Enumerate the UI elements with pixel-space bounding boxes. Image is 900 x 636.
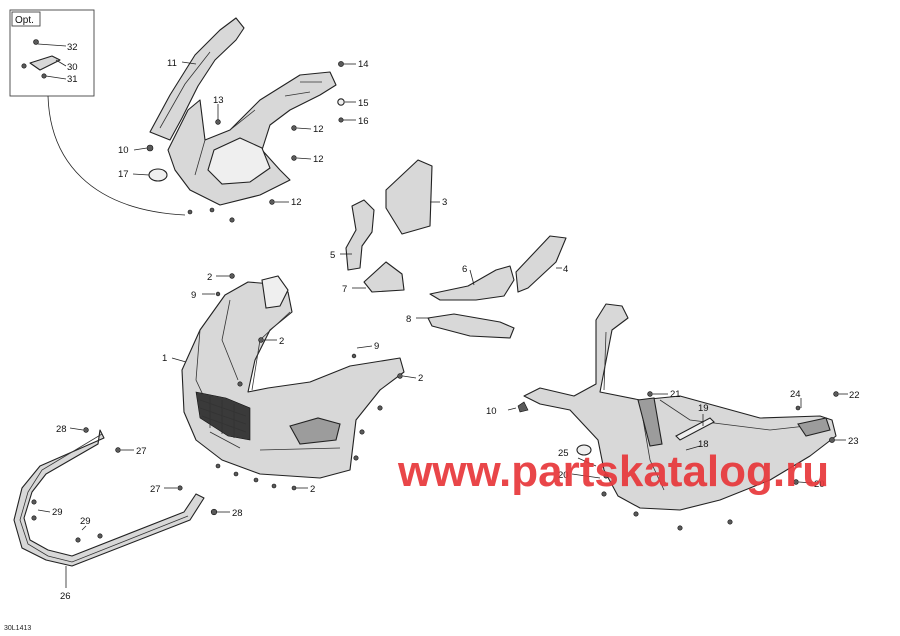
callout-15: 15 — [358, 98, 369, 109]
callout-7: 7 — [342, 284, 347, 295]
upper-cowl-assembly: 11 13 10 17 14 15 16 12 12 12 — [118, 17, 369, 223]
callout-8: 8 — [406, 314, 411, 325]
callout-2-b: 2 — [279, 336, 284, 347]
callout-14: 14 — [358, 59, 369, 70]
front-bumper-assembly: 28 27 29 29 27 28 26 — [13, 424, 243, 602]
callout-26: 26 — [60, 591, 71, 602]
callout-2-a: 2 — [207, 272, 212, 283]
callout-28-a: 28 — [56, 424, 67, 435]
callout-21: 21 — [670, 389, 681, 400]
callout-12-b: 12 — [313, 154, 324, 165]
callout-13: 13 — [213, 95, 224, 106]
callout-2-d: 2 — [310, 484, 315, 495]
callout-12-a: 12 — [313, 124, 324, 135]
callout-10-lower: 10 — [486, 406, 497, 417]
optional-box-title: Opt. — [15, 15, 34, 26]
callout-29-b: 29 — [80, 516, 91, 527]
callout-20-a: 20 — [814, 479, 825, 490]
optional-kit-box: Opt. 32 30 31 — [9, 9, 186, 216]
callout-29-a: 29 — [52, 507, 63, 518]
callout-22: 22 — [849, 390, 860, 401]
callout-5: 5 — [330, 250, 335, 261]
side-panel-assembly: 10 21 19 18 24 22 23 20 25 20 — [486, 303, 860, 531]
callout-12-c: 12 — [291, 197, 302, 208]
callout-20-b: 20 — [558, 470, 569, 481]
callout-28-b: 28 — [232, 508, 243, 519]
callout-11: 11 — [167, 58, 177, 69]
foam-pads: 3 5 7 6 4 8 — [330, 159, 568, 339]
callout-9-b: 9 — [374, 341, 379, 352]
front-hood-assembly: 1 2 9 2 9 2 2 — [162, 272, 423, 495]
callout-23: 23 — [848, 436, 859, 447]
callout-6: 6 — [462, 264, 467, 275]
callout-4: 4 — [563, 264, 568, 275]
callout-31: 31 — [67, 74, 78, 85]
callout-24: 24 — [790, 389, 801, 400]
callout-17: 17 — [118, 169, 129, 180]
figure-code: 30L1413 — [4, 625, 31, 632]
callout-30: 30 — [67, 62, 78, 73]
callout-2-c: 2 — [418, 373, 423, 384]
callout-27-a: 27 — [136, 446, 147, 457]
callout-9-a: 9 — [191, 290, 196, 301]
watermark-text: www.partskatalog.ru — [397, 447, 829, 496]
callout-27-b: 27 — [150, 484, 161, 495]
callout-1: 1 — [162, 353, 167, 364]
callout-3: 3 — [442, 197, 447, 208]
callout-25: 25 — [558, 448, 569, 459]
callout-10-upper: 10 — [118, 145, 129, 156]
callout-19: 19 — [698, 403, 709, 414]
callout-32: 32 — [67, 42, 78, 53]
callout-18: 18 — [698, 439, 709, 450]
callout-16: 16 — [358, 116, 369, 127]
